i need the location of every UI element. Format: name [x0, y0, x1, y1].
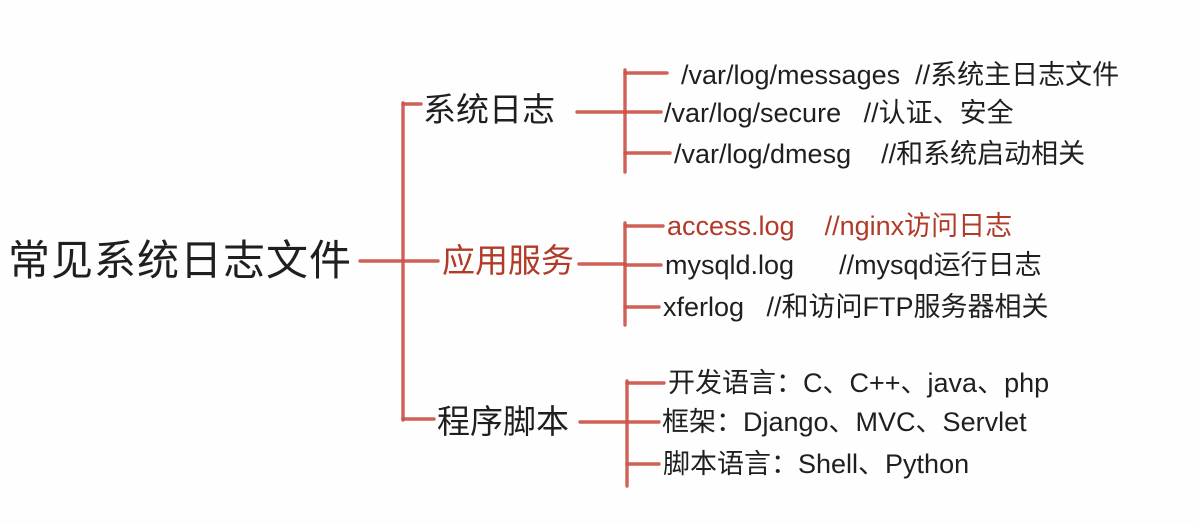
leaf-mysqld-log: mysqld.log //mysqd运行日志 [665, 250, 1042, 280]
leaf-var-log-messages: /var/log/messages //系统主日志文件 [681, 60, 1120, 90]
leaf-var-log-secure: /var/log/secure //认证、安全 [664, 98, 1014, 128]
leaf-dev-languages: 开发语言：C、C++、java、php [668, 368, 1050, 398]
branch-label-system-logs: 系统日志 [423, 91, 555, 128]
branch-label-application-services: 应用服务 [442, 242, 574, 279]
leaf-access-log: access.log //nginx访问日志 [667, 211, 1013, 241]
leaf-var-log-dmesg: /var/log/dmesg //和系统启动相关 [674, 139, 1086, 169]
leaf-script-languages: 脚本语言：Shell、Python [663, 449, 970, 479]
root-topic: 常见系统日志文件 [8, 237, 353, 284]
leaf-frameworks: 框架：Django、MVC、Servlet [662, 407, 1027, 437]
leaf-xferlog: xferlog //和访问FTP服务器相关 [663, 292, 1049, 322]
branch-label-program-scripts: 程序脚本 [437, 403, 569, 440]
